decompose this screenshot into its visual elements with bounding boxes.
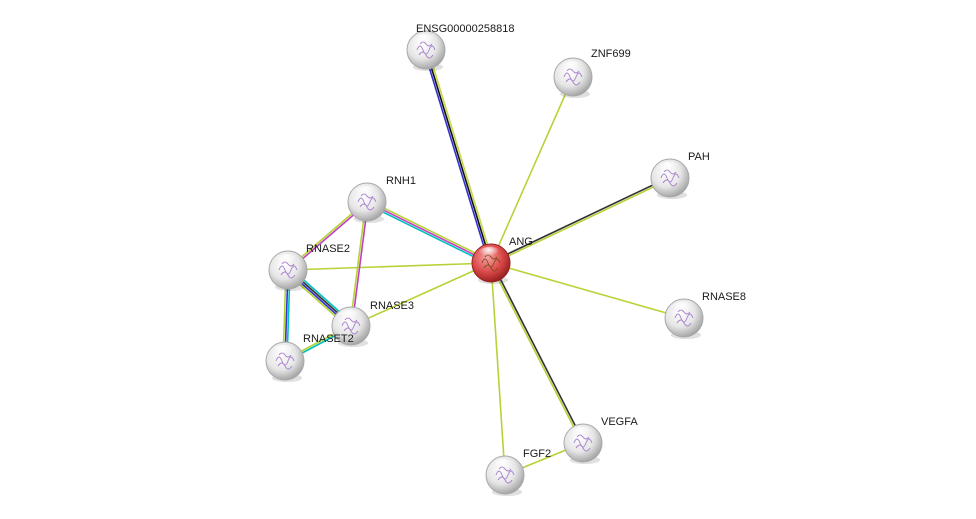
edge-evidence-line [491,262,585,443]
node-rnh1[interactable]: RNH1 [347,175,416,223]
node-gloss [560,60,584,76]
node-label: RNASE2 [306,243,350,255]
edge-evidence-line [423,50,490,264]
node-vegfa[interactable]: VEGFA [563,416,638,464]
node-gloss [338,309,362,325]
edge-ang-rnase2[interactable] [287,262,492,271]
edge-evidence-line [366,201,492,264]
node-gloss [671,301,695,317]
node-label: RNASE3 [370,300,414,312]
edge-ang-znf699[interactable] [490,76,574,264]
node-label: ZNF699 [591,48,631,60]
node-ang[interactable]: ANG [471,236,533,284]
node-label: RNH1 [386,175,416,187]
node-label: ANG [509,236,533,248]
node-gloss [413,33,437,49]
node-label: RNASE8 [702,291,746,303]
node-rnase3[interactable]: RNASE3 [331,300,414,347]
edge-evidence-line [490,262,506,476]
edge-evidence-line [490,262,685,319]
node-gloss [492,458,516,474]
edge-ang-rnase8[interactable] [490,262,685,319]
node-gloss [570,426,594,442]
node-label: PAH [688,151,710,163]
node-rnase2[interactable]: RNASE2 [268,243,350,291]
edge-evidence-line [287,262,492,271]
node-gloss [354,185,378,201]
edge-evidence-line [425,49,492,264]
edge-evidence-line [490,176,670,263]
node-label: RNASET2 [303,333,354,345]
edge-evidence-line [365,203,491,266]
edge-evidence-line [490,76,574,264]
edge-ang-pah[interactable] [490,176,671,265]
node-rnase8[interactable]: RNASE8 [664,291,746,339]
edge-ang-fgf2[interactable] [490,262,506,476]
edge-evidence-line [489,263,583,444]
node-fgf2[interactable]: FGF2 [485,448,551,496]
node-label: FGF2 [523,448,551,460]
edge-ang-rnase3[interactable] [350,262,492,327]
edge-evidence-line [351,202,369,327]
edge-evidence-line [349,201,367,326]
edge-evidence-line [350,262,492,327]
edge-ang-rnh1[interactable] [365,199,493,266]
node-znf699[interactable]: ZNF699 [553,48,631,98]
node-label: VEGFA [601,416,638,428]
edge-evidence-line [491,178,671,265]
node-pah[interactable]: PAH [650,151,710,199]
edge-ang-vegfa[interactable] [489,262,585,444]
node-rnaset2[interactable]: RNASET2 [265,333,354,382]
edge-rnh1-rnase3[interactable] [349,201,369,327]
node-gloss [272,344,296,360]
edge-evidence-line [427,49,494,263]
edge-ang-ensg00000258818[interactable] [423,49,494,264]
node-label: ENSG00000258818 [416,23,514,35]
node-gloss [478,246,502,262]
edge-evidence-line [367,199,493,262]
node-gloss [657,161,681,177]
node-ensg00000258818[interactable]: ENSG00000258818 [406,23,514,71]
node-gloss [275,253,299,269]
